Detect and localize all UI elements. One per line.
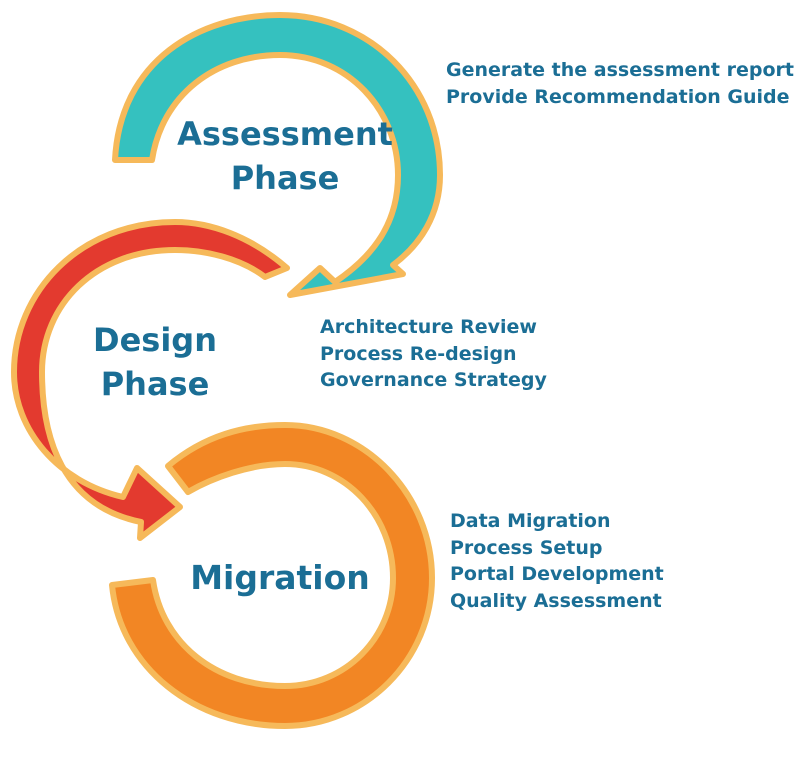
assessment-detail-item: Generate the assessment report	[446, 59, 794, 81]
design-title-line-2: Phase	[100, 365, 210, 403]
migration-title-line-1: Migration	[190, 558, 370, 597]
assessment-phase-title: Assessment Phase	[160, 112, 410, 200]
assessment-detail-item: Provide Recommendation Guide	[446, 85, 790, 108]
migration-details: Data Migration Process Setup Portal Deve…	[450, 508, 664, 614]
migration-detail-item: Portal Development	[450, 563, 664, 585]
assessment-title-line-2: Phase	[230, 159, 340, 197]
design-phase-title: Design Phase	[70, 318, 240, 406]
assessment-phase-arrow	[112, 12, 443, 298]
design-phase-arrow	[11, 219, 290, 541]
design-detail-item: Governance Strategy	[320, 369, 547, 391]
assessment-details: Generate the assessment report Provide R…	[446, 57, 794, 110]
design-detail-item: Architecture Review	[320, 316, 537, 338]
assessment-title-line-1: Assessment	[177, 115, 393, 153]
design-details: Architecture Review Process Re-design Go…	[320, 314, 547, 394]
design-title-line-1: Design	[93, 321, 217, 359]
migration-detail-item: Process Setup	[450, 536, 603, 559]
migration-phase-arrow	[109, 422, 435, 729]
migration-phase-title: Migration	[170, 556, 390, 600]
design-detail-item: Process Re-design	[320, 342, 517, 365]
migration-detail-item: Quality Assessment	[450, 589, 662, 612]
migration-detail-item: Data Migration	[450, 510, 611, 532]
